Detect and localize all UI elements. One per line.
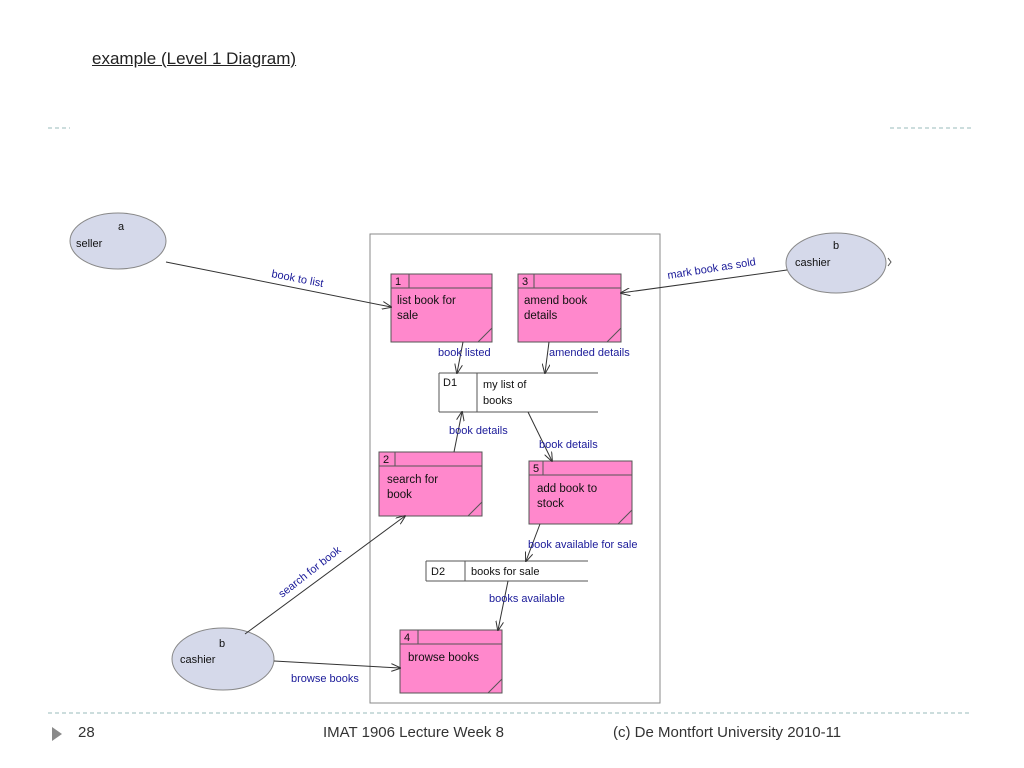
datastore-d1: D1 my list of books [438,372,598,413]
flow-label-book-to-list: book to list [270,268,324,290]
slide-number: 28 [78,724,95,741]
process-1-list-book-for-sale: 1 list book for sale [390,273,493,343]
flow-search-for-book [244,516,405,635]
flow-book-available-for-sale [526,523,541,561]
flow-label-search-for-book: search for book [276,544,344,600]
datastore-d1-line2: books [483,395,513,407]
flow-label-book-available-for-sale: book available for sale [528,539,637,551]
flow-book-details-right [527,411,552,461]
flow-amended-details [545,341,549,373]
process-2-line1: search for [387,474,438,486]
process-1-id: 1 [395,276,401,288]
datastore-d2-line1: books for sale [471,566,539,578]
process-2-id: 2 [383,454,389,466]
flow-label-books-available: books available [489,593,565,605]
process-4-id: 4 [404,632,410,644]
course-label: IMAT 1906 Lecture Week 8 [323,724,504,741]
process-5-add-book-to-stock: 5 add book to stock [528,460,633,525]
flow-book-listed [457,341,464,373]
process-3-amend-book-details: 3 amend book details [517,273,622,343]
slide-footer: 28 IMAT 1906 Lecture Week 8 (c) De Montf… [0,714,1024,768]
datastore-d1-line1: my list of [483,379,527,391]
datastore-d2-id: D2 [431,566,445,578]
flow-label-book-details-left: book details [449,425,508,437]
datastore-d1-id: D1 [443,377,457,389]
process-5-line1: add book to [537,483,597,495]
flow-label-browse-books: browse books [291,673,359,685]
entity-cashier-right-label: cashier [795,257,831,269]
copyright-label: (c) De Montfort University 2010-11 [613,724,842,741]
entity-seller-letter: a [118,221,125,233]
system-boundary [369,233,661,704]
process-4-browse-books: 4 browse books [399,629,503,694]
entity-cashier-bottom: b cashier [171,627,275,691]
process-4-line1: browse books [408,652,479,664]
process-5-line2: stock [537,498,564,510]
datastore-d2: D2 books for sale [425,560,588,582]
entity-seller-label: seller [76,238,103,250]
process-5-id: 5 [533,463,539,475]
process-2-line2: book [387,489,412,501]
process-3-line2: details [524,310,557,322]
entity-edge-mark [887,257,892,267]
flow-label-book-details-right: book details [539,439,598,451]
entity-cashier-right: b cashier [785,232,887,294]
entity-cashier-right-letter: b [833,240,839,252]
process-3-line1: amend book [524,295,588,307]
flow-label-book-listed: book listed [438,347,491,359]
flow-label-amended-details: amended details [549,347,630,359]
flow-mark-book-as-sold [621,269,788,293]
entity-cashier-bottom-label: cashier [180,654,216,666]
process-1-line1: list book for [397,295,456,307]
entity-cashier-bottom-letter: b [219,638,225,650]
process-1-line2: sale [397,310,418,322]
process-3-id: 3 [522,276,528,288]
play-arrow-icon [52,727,62,741]
entity-seller: a seller [69,212,167,270]
flow-book-to-list [165,261,391,307]
process-2-search-for-book: 2 search for book [378,451,483,517]
flow-books-available [498,580,509,630]
flow-label-mark-book-as-sold: mark book as sold [667,256,757,282]
flow-browse-books [273,660,400,668]
flow-book-details-left [453,412,462,453]
slide-title: example (Level 1 Diagram) [92,49,297,68]
